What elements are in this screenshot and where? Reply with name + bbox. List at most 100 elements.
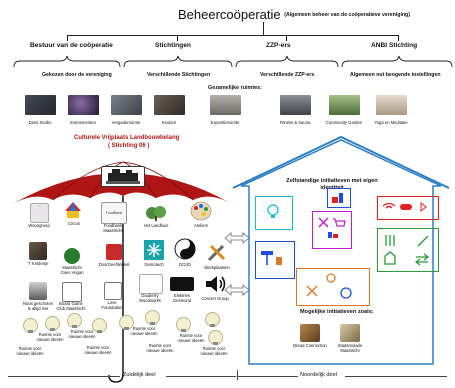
initiative-box: [377, 228, 439, 272]
paint-roller-icon: [261, 251, 282, 265]
column-title-anbi: ANBI Stichting: [371, 42, 418, 49]
portrait-photo: [29, 282, 47, 300]
idea-bulb-icon: [67, 313, 82, 328]
south-label-werkplaatsen: Werkplaatsen: [204, 265, 230, 270]
example-label-bread: Bread Connection: [293, 343, 327, 348]
column-sub-zzp: Verschillende ZZP-ers: [260, 72, 315, 78]
stadsmolade-logo: [340, 324, 360, 342]
column-title-zzp: ZZP-ers: [266, 42, 291, 49]
space-label-keuken: Keuken: [161, 120, 177, 125]
idea-label: Ruimte voor nieuwe ideeën: [68, 329, 96, 339]
column-title-stichtingen: Stichtingen: [155, 42, 191, 49]
idea-label: Ruimte voor nieuwe ideeën: [146, 343, 174, 353]
example-label-stadsmolade: Stadsmolade Maastricht: [337, 343, 363, 353]
love-foundation-logo: [104, 282, 122, 300]
landhuis-icon: [146, 206, 166, 221]
south-label-keldertje: 'T Keldertje: [27, 261, 49, 266]
idea-label: Ruimte voor nieuwe ideeën: [130, 326, 158, 336]
brace-3: [235, 55, 339, 68]
lightbulb-icon: [267, 204, 279, 218]
doorgeefwinkel-logo: [106, 244, 122, 260]
space-label-yoga: Yoga en Meditatie: [374, 120, 408, 125]
column-title-bestuur: Bestuur van de coöperatie: [30, 42, 113, 49]
idea-label: Ruimte voor nieuwe ideeën: [16, 346, 44, 356]
space-photo-community-garden: [329, 95, 360, 115]
idea-bulb-icon: [23, 318, 38, 333]
space-label-fitness-sauna: Fitness & Sauna: [279, 120, 311, 125]
footer-north-label: Noordelijk deel: [300, 372, 338, 378]
idea-bulb-icon: [208, 330, 223, 345]
initiative-box: [377, 196, 439, 220]
space-photo-evenementen: [68, 95, 99, 115]
south-label-demotech: Demotech: [144, 262, 164, 267]
initiative-box: [312, 211, 352, 249]
footer-divider: [237, 370, 238, 380]
umbrella-title: Culturele Vrijplaats Landbouwbelang: [74, 135, 180, 141]
landbouwbelang-building-logo: [101, 166, 145, 187]
gear-compass-icon: [306, 273, 352, 299]
idea-label: Ruimte voor nieuwe ideeën: [84, 345, 112, 355]
title-text: Beheercoöperatie: [178, 7, 281, 22]
north-house-outline: [232, 135, 450, 365]
idea-bulb-icon: [145, 310, 160, 325]
space-label-vergaderruimte: Vergaderruimte: [111, 120, 141, 125]
possible-initiatives-title: Mogelijke initiatieven zoals:: [300, 309, 374, 315]
south-label-concert-group: Concert Group: [201, 296, 229, 301]
umbrella-handle: [108, 373, 124, 383]
north-title-line: Zelfstandige initiatieven met eigen iden…: [286, 178, 378, 191]
footer-line-right: [345, 376, 447, 377]
idea-label: Ruimte voor nieuwe ideeën: [36, 332, 64, 342]
umbrella-canopy: [14, 173, 230, 203]
boardgame-logo: [62, 282, 82, 302]
umbrella-subtitle: ( Stichting 06 ): [108, 143, 150, 149]
space-label-dans-studio: Dans Studio: [28, 120, 52, 125]
brace-2: [123, 55, 233, 68]
connector-col2: [177, 35, 178, 41]
idea-label: Ruimte voor nieuwe ideeën: [200, 346, 228, 356]
idea-bulb-icon: [92, 318, 107, 333]
idea-bulb-icon: [176, 317, 191, 332]
space-photo-keuken: [154, 95, 185, 115]
demotech-logo: [144, 240, 164, 260]
south-label-doorgeefwinkel: DoorGeefWinkel: [98, 262, 130, 267]
initiative-box: [327, 188, 351, 208]
page-title: Beheercoöperatie (Algemeen beheer van de…: [178, 8, 410, 21]
south-label-elektries: Elektries Gesteund: [172, 293, 192, 303]
footer-south-label: Zuidelijk deel: [123, 372, 156, 378]
initiative-box: [255, 241, 295, 279]
idea-label: Ruimte voor nieuwe ideeën: [177, 333, 205, 343]
space-photo-fitness-sauna: [280, 95, 311, 115]
tools-cart-icon: [318, 217, 346, 238]
south-label-love-foundation: Love Foundation: [101, 300, 123, 310]
idea-bulb-icon: [45, 316, 60, 331]
idea-bulb-icon: [119, 315, 134, 330]
south-label-circus: Circus: [68, 221, 80, 226]
connector-col1: [67, 35, 68, 41]
settings-edit-icons: [384, 235, 430, 266]
shared-spaces-title: Gezamelijke ruimtes:: [208, 85, 262, 91]
shop-icon: [332, 193, 343, 203]
south-label-foodbank: Foodbank Maastricht: [103, 223, 123, 233]
foodbank-logo: FoodBank: [101, 202, 127, 224]
column-sub-bestuur: Gekozen door de vereniging: [42, 72, 112, 78]
south-label-dojo: DOJO: [179, 262, 191, 267]
yin-yang-icon: [174, 238, 196, 260]
wifi-toggle-bluetooth-icon: [382, 201, 427, 213]
south-label-nooit-geschoten: Nooit geschoten is altijd mis: [22, 301, 54, 311]
space-label-community-garden: Community Garden: [325, 120, 363, 125]
column-sub-anbi: Algemeen nut beogende instellingen: [350, 72, 441, 78]
connector-center: [263, 22, 264, 35]
vegan-logo: [64, 248, 80, 264]
south-label-vegan: Maastricht Goes Vegan: [60, 265, 84, 275]
elektries-logo: [170, 277, 194, 291]
south-label-dauberry: Dauberry Woodworks: [139, 293, 161, 303]
tools-icon: [207, 244, 226, 262]
initiative-box: [296, 268, 370, 306]
woongroep-logo: ⌂: [30, 203, 49, 223]
space-photo-dans-studio: [25, 95, 56, 115]
space-photo-vergaderruimte: [111, 95, 142, 115]
brace-row: [13, 55, 453, 68]
circus-icon: [65, 202, 81, 218]
bread-connection-logo: [300, 324, 320, 342]
space-photo-yoga: [376, 95, 407, 115]
